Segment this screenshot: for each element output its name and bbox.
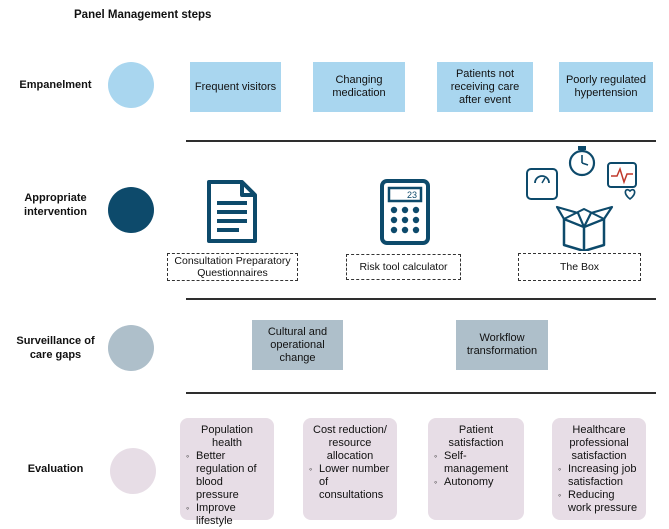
evaluation-circle — [110, 448, 156, 494]
evaluation-box: Patient satisfaction Self-management Aut… — [428, 418, 524, 520]
evaluation-box-item: Reducing work pressure — [558, 489, 640, 515]
evaluation-box-item: Better regulation of blood pressure — [186, 450, 268, 502]
divider-line — [186, 298, 656, 300]
surveillance-circle — [108, 325, 154, 371]
surveillance-box: Cultural and operational change — [252, 320, 343, 370]
empanelment-circle — [108, 62, 154, 108]
intervention-label-risk-tool: Risk tool calculator — [346, 254, 461, 280]
document-icon — [207, 180, 257, 243]
intervention-circle — [108, 187, 154, 233]
box-icon — [526, 146, 637, 251]
evaluation-box: Cost reduction/ resource allocation Lowe… — [303, 418, 397, 520]
empanelment-box: Patients not receiving care after event — [437, 62, 533, 112]
open-box-icon — [555, 205, 614, 251]
empanelment-box: Frequent visitors — [190, 62, 281, 112]
evaluation-box-item: Lower number of consultations — [309, 463, 391, 502]
step-label-surveillance: Surveillance of care gaps — [16, 335, 95, 361]
evaluation-box-item: Autonomy — [434, 476, 518, 489]
surveillance-box: Workflow transformation — [456, 320, 548, 370]
evaluation-box-item: Improve lifestyle — [186, 502, 268, 528]
evaluation-box-item: Increasing job satisfaction — [558, 463, 640, 489]
divider-line — [186, 392, 656, 394]
evaluation-box-title: Population health — [201, 424, 253, 449]
empanelment-box: Poorly regulated hypertension — [559, 62, 653, 112]
evaluation-box: Healthcare professional satisfaction Inc… — [552, 418, 646, 520]
evaluation-box-title: Healthcare professional satisfaction — [569, 424, 629, 462]
stopwatch-icon — [568, 146, 596, 177]
evaluation-box-title: Cost reduction/ resource allocation — [313, 424, 387, 462]
empanelment-box: Changing medication — [313, 62, 405, 112]
calculator-icon: 23 — [380, 179, 430, 245]
evaluation-box-title: Patient satisfaction — [448, 424, 504, 449]
intervention-label-questionnaires: Consultation Preparatory Questionnaires — [167, 253, 298, 281]
scale-icon — [526, 168, 558, 200]
step-label-empanelment: Empanelment — [19, 79, 92, 91]
step-label-intervention: Appropriate intervention — [24, 192, 87, 218]
diagram-title: Panel Management steps — [74, 9, 212, 21]
divider-line — [186, 140, 656, 142]
evaluation-box-item: Self-management — [434, 450, 518, 476]
intervention-label-the-box: The Box — [518, 253, 641, 281]
evaluation-box: Population health Better regulation of b… — [180, 418, 274, 527]
heart-monitor-icon — [607, 162, 637, 201]
step-label-evaluation: Evaluation — [27, 463, 84, 475]
calculator-display: 23 — [407, 190, 417, 200]
